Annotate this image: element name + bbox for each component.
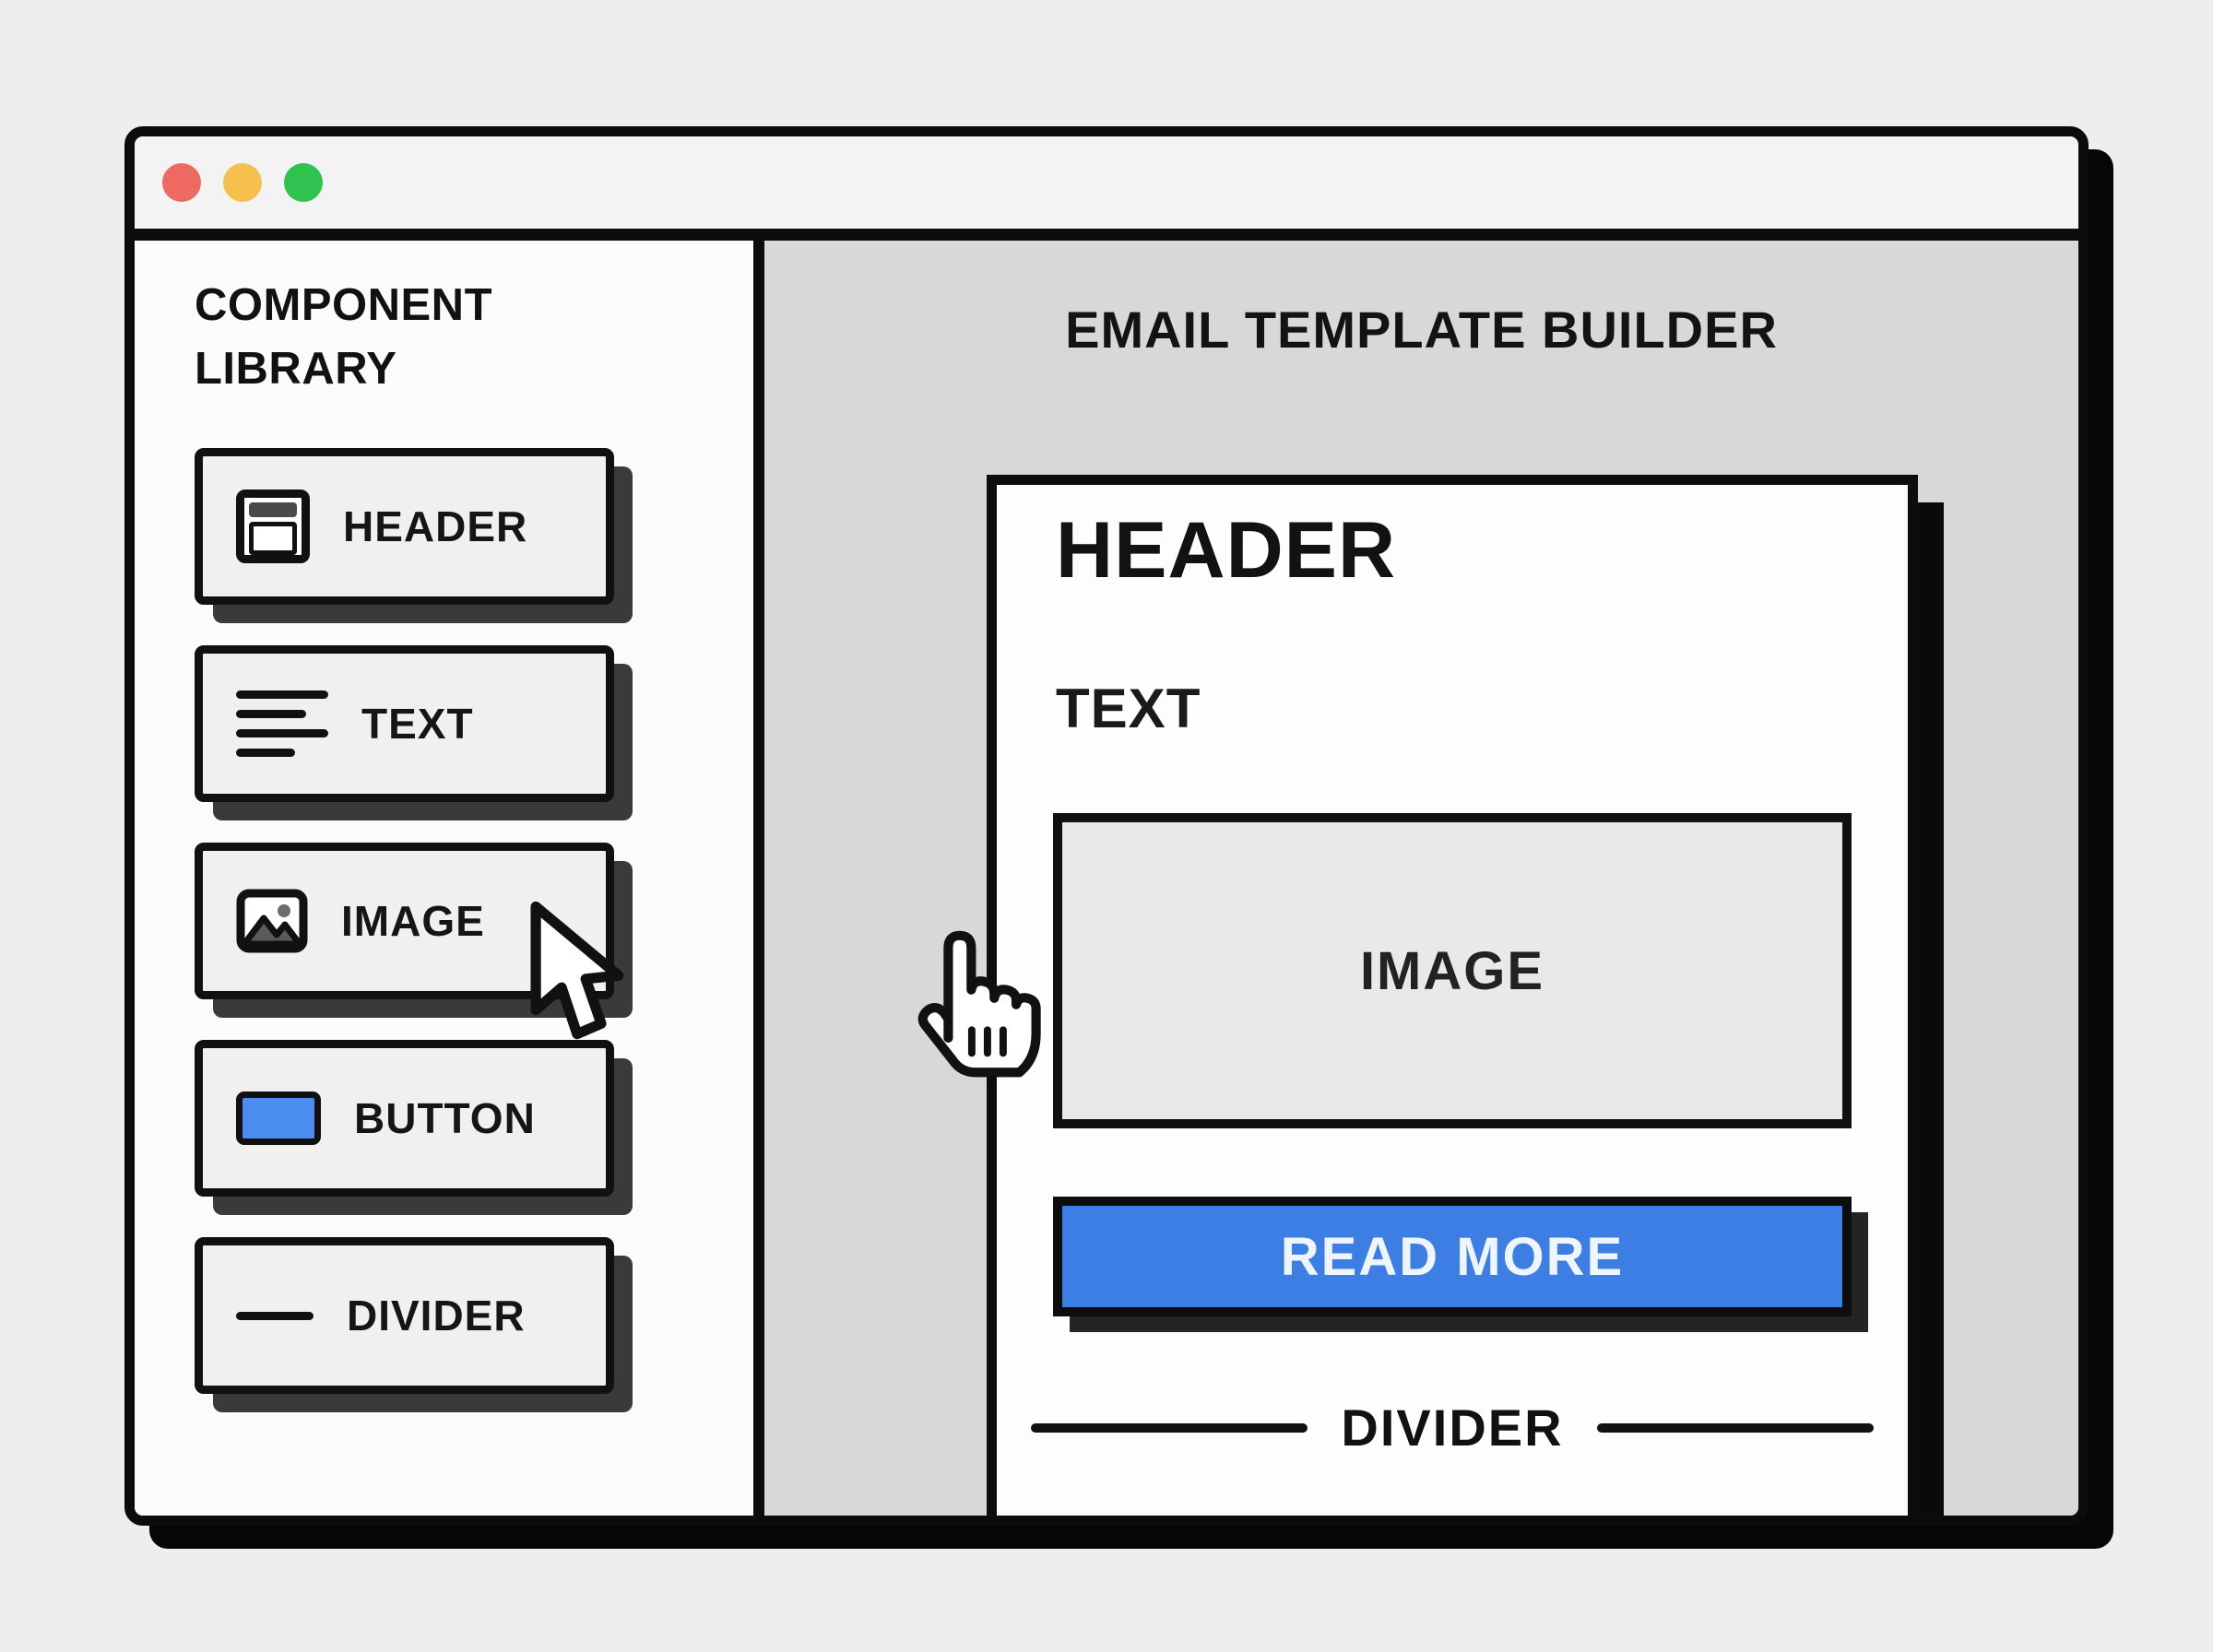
component-item-label: BUTTON xyxy=(354,1094,536,1143)
app-window: COMPONENT LIBRARY HEADER TEXT xyxy=(124,126,2089,1526)
template-divider-label: DIVIDER xyxy=(1341,1398,1564,1457)
email-template-card[interactable]: HEADER TEXT IMAGE READ MORE DIVIDER xyxy=(987,475,1918,1516)
sidebar-title: COMPONENT LIBRARY xyxy=(195,280,492,394)
canvas-title: EMAIL TEMPLATE BUILDER xyxy=(1065,301,1778,359)
text-lines-icon xyxy=(236,690,328,758)
component-item-label: IMAGE xyxy=(341,897,485,946)
read-more-button-label: READ MORE xyxy=(1280,1226,1625,1287)
component-item-label: DIVIDER xyxy=(347,1292,526,1340)
template-text-block[interactable]: TEXT xyxy=(1056,678,1201,739)
close-window-button[interactable] xyxy=(162,163,201,202)
template-divider-block[interactable]: DIVIDER xyxy=(997,1398,1908,1457)
minimize-window-button[interactable] xyxy=(223,163,262,202)
window-header-icon xyxy=(236,490,310,564)
read-more-button[interactable]: READ MORE xyxy=(1053,1197,1852,1316)
component-item-divider[interactable]: DIVIDER xyxy=(195,1237,614,1395)
window-titlebar xyxy=(135,136,2078,241)
component-item-header[interactable]: HEADER xyxy=(195,448,614,606)
component-item-label: TEXT xyxy=(361,700,474,749)
component-item-text[interactable]: TEXT xyxy=(195,645,614,803)
zoom-window-button[interactable] xyxy=(284,163,323,202)
template-header-block[interactable]: HEADER xyxy=(1056,506,1397,595)
component-library-sidebar: COMPONENT LIBRARY HEADER TEXT xyxy=(135,241,764,1516)
image-icon xyxy=(236,889,308,953)
window-body: COMPONENT LIBRARY HEADER TEXT xyxy=(135,241,2078,1516)
component-item-button[interactable]: BUTTON xyxy=(195,1040,614,1198)
component-item-label: HEADER xyxy=(343,502,528,551)
divider-left-line xyxy=(1031,1422,1308,1433)
divider-right-line xyxy=(1596,1422,1874,1433)
divider-line-icon xyxy=(236,1311,314,1320)
template-image-label: IMAGE xyxy=(1359,940,1545,1001)
component-item-image[interactable]: IMAGE xyxy=(195,843,614,1000)
template-image-block[interactable]: IMAGE xyxy=(1053,813,1852,1128)
builder-canvas[interactable]: EMAIL TEMPLATE BUILDER HEADER TEXT IMAGE… xyxy=(764,241,2078,1516)
button-icon xyxy=(236,1092,321,1146)
